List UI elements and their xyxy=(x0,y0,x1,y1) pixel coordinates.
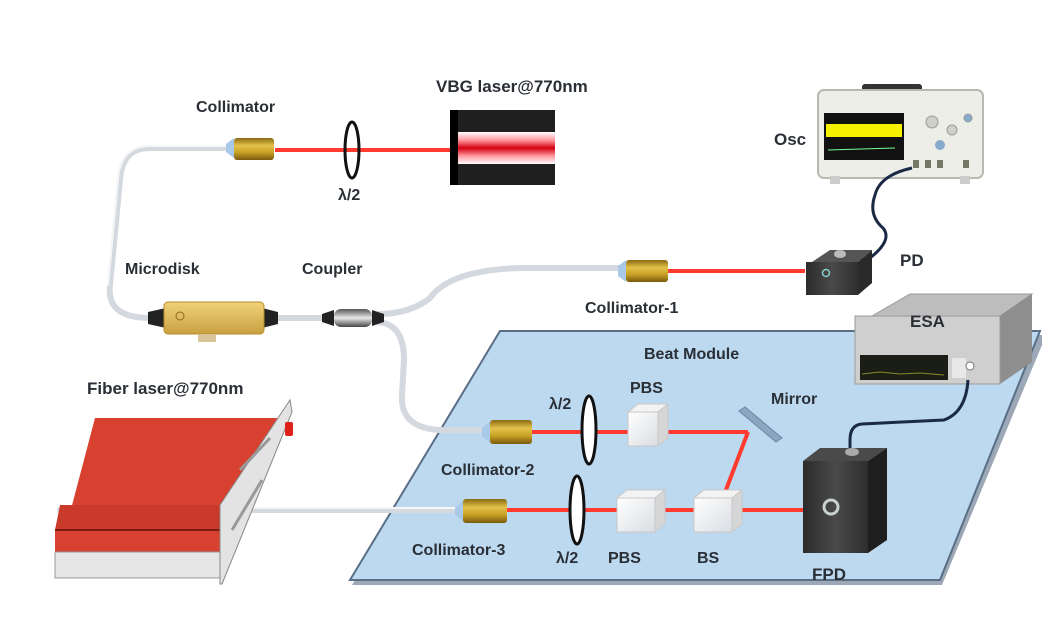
fiber-laser-label: Fiber laser@770nm xyxy=(87,379,243,398)
microdisk-label: Microdisk xyxy=(125,261,200,278)
collimator-2 xyxy=(482,420,532,444)
photodetector-pd xyxy=(806,250,872,295)
microdisk xyxy=(148,301,278,342)
pbs-lower xyxy=(615,488,667,534)
half-wave-plate-2-icon xyxy=(580,394,598,466)
mirror xyxy=(738,406,783,443)
pbs-lower-label: PBS xyxy=(608,550,641,567)
mirror-label: Mirror xyxy=(771,391,817,408)
half-wave-plate-3-icon xyxy=(568,474,586,546)
fiber-laser xyxy=(54,398,293,585)
esa-analyzer xyxy=(854,293,1034,385)
collimator-top xyxy=(226,138,274,160)
collimator-2-label: Collimator-2 xyxy=(441,462,534,479)
coupler xyxy=(322,309,384,327)
collimator-3-label: Collimator-3 xyxy=(412,542,505,559)
pd-label: PD xyxy=(900,251,924,270)
fast-photodetector-fpd xyxy=(803,448,887,553)
beam-splitter-bs xyxy=(692,488,744,534)
esa-cable xyxy=(848,379,970,448)
bs-label: BS xyxy=(697,550,720,567)
osc-label: Osc xyxy=(774,130,806,149)
half-wave-3-label: λ/2 xyxy=(556,550,578,567)
half-wave-2-label: λ/2 xyxy=(549,396,571,413)
half-wave-plate-top-icon xyxy=(343,120,361,180)
pbs-upper xyxy=(626,402,670,448)
beat-module-label: Beat Module xyxy=(644,346,739,363)
coupler-label: Coupler xyxy=(302,261,362,278)
half-wave-top-label: λ/2 xyxy=(338,187,360,204)
vbg-laser-label: VBG laser@770nm xyxy=(436,77,588,96)
vbg-laser xyxy=(450,110,555,185)
collimator-1 xyxy=(618,260,668,282)
esa-label: ESA xyxy=(910,312,945,331)
collimator-top-label: Collimator xyxy=(196,99,275,116)
pbs-upper-label: PBS xyxy=(630,380,663,397)
collimator-1-label: Collimator-1 xyxy=(585,300,678,317)
oscilloscope xyxy=(817,84,984,184)
osc-cable xyxy=(859,166,913,262)
collimator-3 xyxy=(455,499,507,523)
fpd-label: FPD xyxy=(812,565,846,584)
